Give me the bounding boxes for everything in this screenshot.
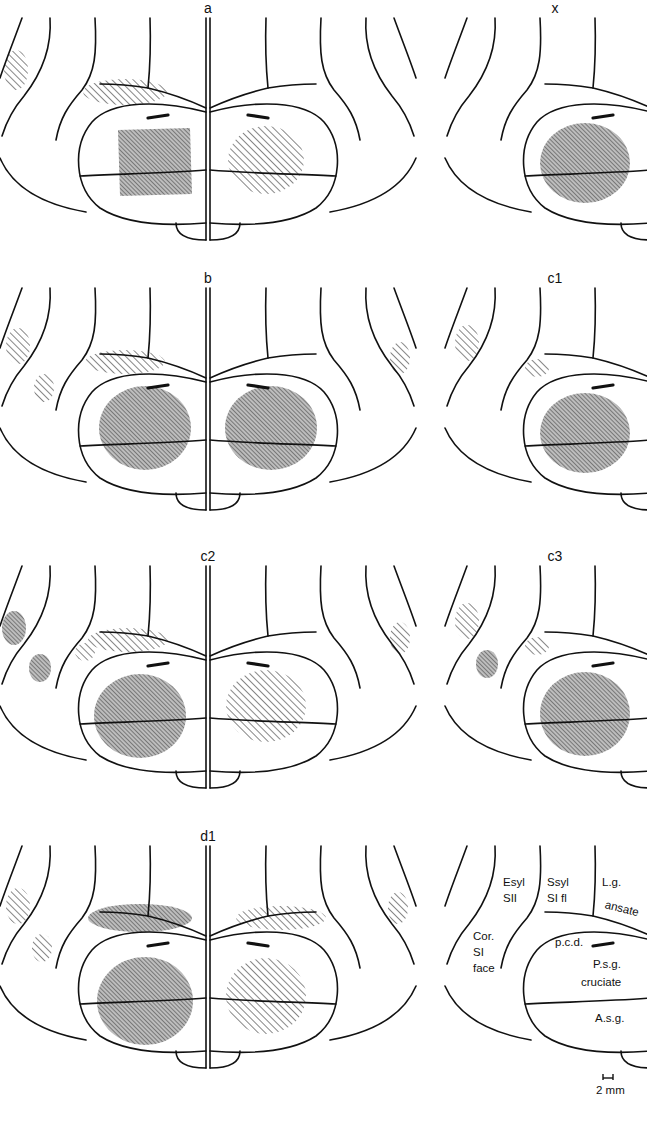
anatomy-label: SI fl (547, 892, 567, 905)
panel-d1 (0, 846, 416, 1068)
panel-letter: x (552, 0, 559, 16)
anatomy-label: SII (503, 892, 517, 905)
scale-bar (603, 1074, 613, 1080)
anatomy-label: A.s.g. (595, 1012, 624, 1025)
panel-c1 (445, 288, 647, 510)
panel-a (0, 18, 416, 240)
anatomy-label: Cor. (473, 930, 494, 943)
panel-x (445, 18, 647, 240)
panel-c3 (445, 566, 647, 788)
anatomy-label: p.c.d. (555, 936, 583, 949)
anatomy-label: L.g. (602, 876, 621, 889)
anatomy-label: 2 mm (596, 1084, 625, 1097)
panel-letter: c3 (548, 548, 563, 564)
anatomy-label: ansate (603, 898, 640, 919)
panel-letter: c1 (548, 270, 563, 286)
panel-c2 (0, 566, 416, 788)
panel-letter: b (204, 270, 212, 286)
anatomy-label: P.s.g. (593, 958, 621, 971)
anatomy-label: Ssyl (547, 876, 569, 889)
panel-b (0, 288, 416, 510)
anatomy-label: Esyl (503, 876, 525, 889)
panel-letter: d1 (200, 828, 216, 844)
panel-letter: c2 (201, 548, 216, 564)
anatomy-label: face (473, 962, 495, 975)
anatomy-label: SI (473, 946, 484, 959)
anatomy-label: cruciate (581, 976, 621, 989)
key-panel (445, 846, 647, 1068)
panel-letter: a (204, 0, 212, 16)
